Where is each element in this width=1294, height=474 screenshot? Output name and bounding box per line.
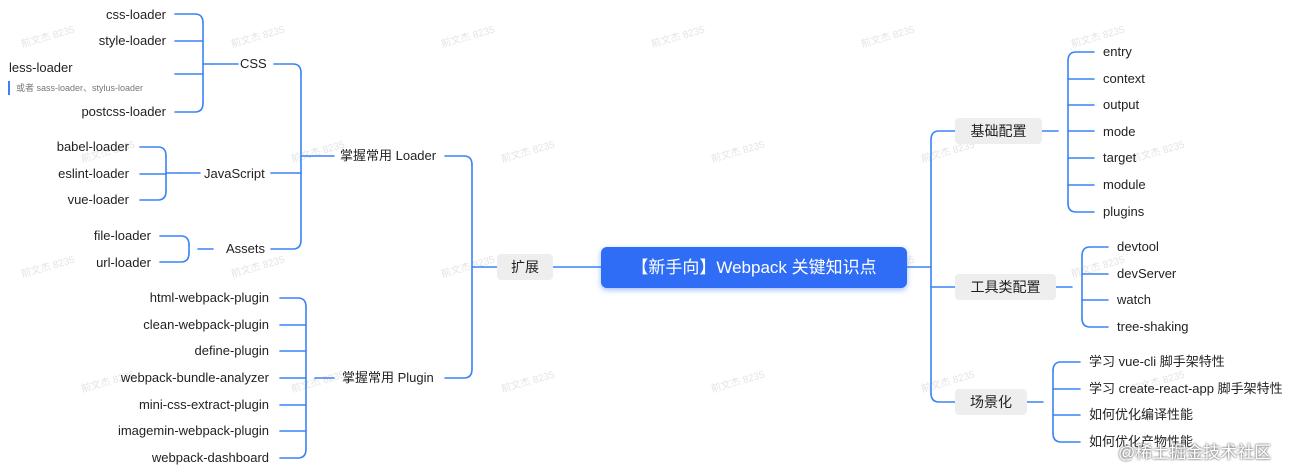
create-react-app-node[interactable]: 学习 create-react-app 脚手架特性: [1089, 381, 1283, 396]
file-loader-node[interactable]: file-loader: [93, 228, 151, 243]
plugins-node[interactable]: plugins: [1103, 204, 1145, 219]
site-credit: @稀土掘金技术社区: [1118, 443, 1272, 462]
html-webpack-plugin-node[interactable]: html-webpack-plugin: [149, 290, 269, 305]
mini-css-extract-plugin-node[interactable]: mini-css-extract-plugin: [138, 397, 269, 412]
mode-node[interactable]: mode: [1103, 124, 1136, 139]
imagemin-webpack-plugin-node[interactable]: imagemin-webpack-plugin: [117, 423, 269, 438]
webpack-bundle-analyzer-node[interactable]: webpack-bundle-analyzer: [120, 370, 269, 385]
tool-config-node[interactable]: 工具类配置: [955, 274, 1056, 300]
style-loader-node[interactable]: style-loader: [98, 33, 166, 48]
eslint-loader-node[interactable]: eslint-loader: [58, 166, 129, 181]
watch-node[interactable]: watch: [1117, 292, 1151, 307]
url-loader-node[interactable]: url-loader: [96, 255, 151, 270]
extension-node[interactable]: 扩展: [497, 254, 553, 280]
module-node[interactable]: module: [1103, 177, 1146, 192]
plugin-node[interactable]: 掌握常用 Plugin: [342, 370, 434, 385]
assets-node[interactable]: Assets: [226, 241, 266, 256]
css-loader-node[interactable]: css-loader: [106, 7, 166, 22]
root-node[interactable]: 【新手向】Webpack 关键知识点: [601, 247, 907, 288]
javascript-node[interactable]: JavaScript: [204, 166, 265, 181]
basic-config-node[interactable]: 基础配置: [955, 118, 1042, 144]
output-performance-node[interactable]: 如何优化产物性能: [1089, 434, 1194, 449]
entry-node[interactable]: entry: [1103, 44, 1132, 59]
css-node[interactable]: CSS: [240, 56, 267, 71]
target-node[interactable]: target: [1103, 150, 1137, 165]
clean-webpack-plugin-node[interactable]: clean-webpack-plugin: [143, 317, 269, 332]
tree-shaking-node[interactable]: tree-shaking: [1117, 319, 1189, 334]
postcss-loader-node[interactable]: postcss-loader: [81, 104, 166, 119]
vue-cli-node[interactable]: 学习 vue-cli 脚手架特性: [1089, 354, 1225, 369]
define-plugin-node[interactable]: define-plugin: [194, 343, 269, 358]
less-loader-node[interactable]: less-loader: [9, 60, 73, 75]
compile-performance-node[interactable]: 如何优化编译性能: [1089, 407, 1194, 422]
loader-node[interactable]: 掌握常用 Loader: [340, 148, 437, 163]
webpack-dashboard-node[interactable]: webpack-dashboard: [151, 450, 269, 465]
devtool-node[interactable]: devtool: [1117, 239, 1159, 254]
output-node[interactable]: output: [1103, 97, 1140, 112]
devserver-node[interactable]: devServer: [1117, 266, 1177, 281]
scene-node[interactable]: 场景化: [955, 389, 1027, 415]
vue-loader-node[interactable]: vue-loader: [67, 192, 129, 207]
less-loader-note: 或者 sass-loader、stylus-loader: [8, 81, 143, 95]
babel-loader-node[interactable]: babel-loader: [56, 139, 129, 154]
context-node[interactable]: context: [1103, 71, 1145, 86]
